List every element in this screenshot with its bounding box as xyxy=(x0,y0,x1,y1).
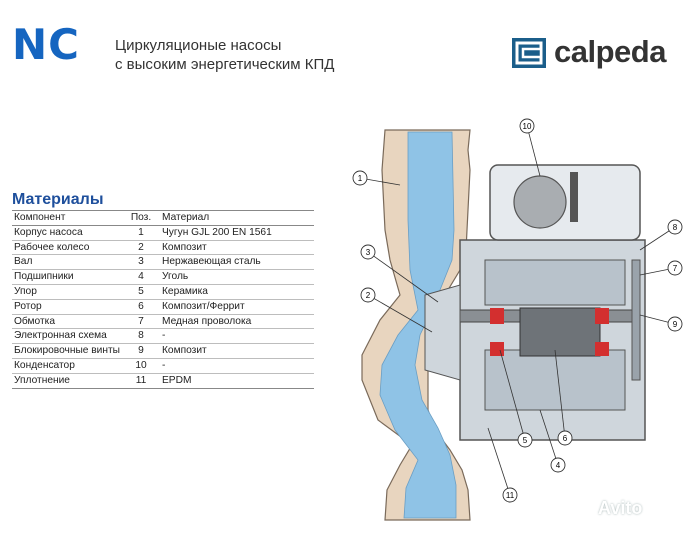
callout-circle xyxy=(502,487,518,503)
table-cell: - xyxy=(160,358,314,374)
callout-circle xyxy=(517,432,533,448)
callout-leader-line xyxy=(539,409,559,466)
callout-leader-line xyxy=(487,427,511,496)
callout-leader-line xyxy=(367,294,433,333)
brand-name: calpeda xyxy=(554,34,666,69)
table-cell: Вал xyxy=(12,254,122,271)
table-cell: 6 xyxy=(122,299,160,315)
avito-watermark: Avito xyxy=(598,498,643,518)
callout-leader-line xyxy=(499,349,526,441)
table-cell: Медная проволока xyxy=(160,314,314,330)
table-cell: Композит xyxy=(160,240,314,256)
callout-number: 4 xyxy=(556,461,561,470)
callout-number: 1 xyxy=(358,174,363,183)
table-cell: Подшипники xyxy=(12,269,122,285)
pump-cross-section-diagram: 1 2 3 4 5 6 7 8 9 10 11 xyxy=(340,110,693,540)
table-cell: 7 xyxy=(122,314,160,330)
brand-mark-icon xyxy=(512,38,546,68)
table-cell: Упор xyxy=(12,284,122,300)
callout-number: 7 xyxy=(673,264,678,273)
table-cell: Уплотнение xyxy=(12,373,122,389)
table-cell: EPDM xyxy=(160,373,314,389)
column-header: Поз. xyxy=(122,210,160,226)
table-cell: Конденсатор xyxy=(12,358,122,374)
column-header: Материал xyxy=(160,210,314,226)
product-code: NC xyxy=(12,20,80,69)
table-cell: 1 xyxy=(122,225,160,241)
table-cell: Ротор xyxy=(12,299,122,315)
callout-labels: 1 2 3 4 5 6 7 8 9 10 11 xyxy=(352,118,683,503)
callout-number: 9 xyxy=(673,320,678,329)
table-cell: Обмотка xyxy=(12,314,122,330)
callout-circle xyxy=(550,457,566,473)
callout-number: 11 xyxy=(506,491,515,500)
callout-circle xyxy=(557,430,573,446)
table-cell: 4 xyxy=(122,269,160,285)
callout-circle xyxy=(360,244,376,260)
subtitle-line-1: Циркуляционые насосы xyxy=(115,37,282,54)
callout-circle xyxy=(352,170,368,186)
table-cell: - xyxy=(160,328,314,345)
callout-leader-line xyxy=(367,251,439,303)
table-cell: Керамика xyxy=(160,284,314,300)
table-cell: 5 xyxy=(122,284,160,300)
callout-circle xyxy=(667,316,683,332)
table-cell: Уголь xyxy=(160,269,314,285)
callout-number: 8 xyxy=(673,223,678,232)
callout-circle xyxy=(667,260,683,276)
table-cell: 11 xyxy=(122,373,160,389)
table-cell: Корпус насоса xyxy=(12,225,122,241)
callout-leader-line xyxy=(554,349,566,439)
table-cell: Чугун GJL 200 EN 1561 xyxy=(160,225,314,241)
brand-logo: calpeda xyxy=(512,34,684,72)
table-cell: 9 xyxy=(122,343,160,359)
callout-circle xyxy=(360,287,376,303)
callout-leader-line xyxy=(526,125,541,177)
table-cell: 8 xyxy=(122,328,160,345)
callout-circle xyxy=(519,118,535,134)
table-cell: 10 xyxy=(122,358,160,374)
motor-body xyxy=(424,164,646,441)
callout-number: 6 xyxy=(563,434,568,443)
callout-number: 5 xyxy=(523,436,528,445)
column-header: Компонент xyxy=(12,210,122,226)
table-cell: Нержавеющая сталь xyxy=(160,254,314,271)
subtitle: Циркуляционые насосы с высоким энергетич… xyxy=(115,36,334,74)
callout-number: 10 xyxy=(523,122,532,131)
table-cell: Композит xyxy=(160,343,314,359)
callout-number: 2 xyxy=(366,291,371,300)
pump-housing xyxy=(361,129,471,521)
materials-title: Материалы xyxy=(12,191,104,208)
table-cell: Блокировочные винты xyxy=(12,343,122,359)
table-cell: Электронная схема xyxy=(12,328,122,345)
callout-number: 3 xyxy=(366,248,371,257)
callout-circle xyxy=(667,219,683,235)
table-cell: 2 xyxy=(122,240,160,256)
table-cell: Рабочее колесо xyxy=(12,240,122,256)
subtitle-line-2: с высоким энергетическим КПД xyxy=(115,56,335,73)
table-cell: Композит/Феррит xyxy=(160,299,314,315)
table-cell: 3 xyxy=(122,254,160,271)
